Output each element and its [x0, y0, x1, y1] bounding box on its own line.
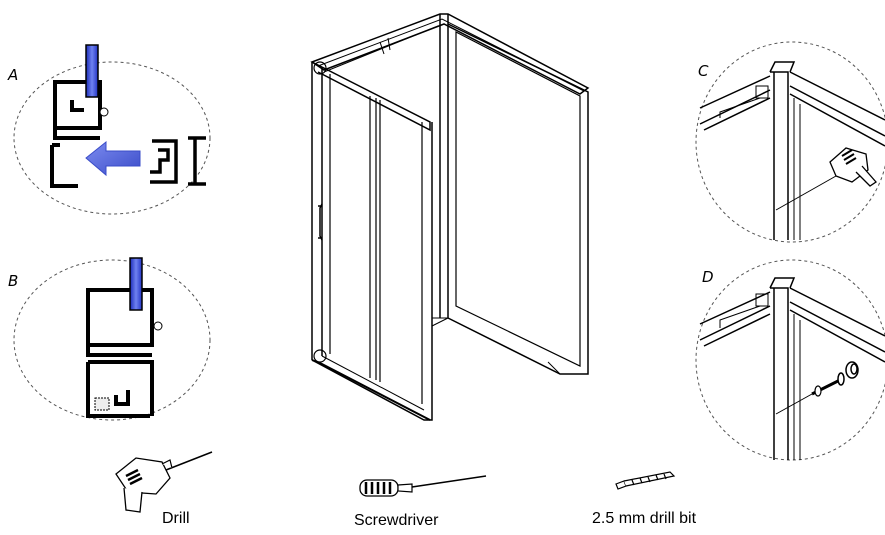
detail-a-upper-profile [53, 80, 102, 140]
detail-c-label: C [698, 62, 709, 80]
drill-icon [829, 147, 877, 187]
detail-a-side-profile [150, 136, 206, 186]
detail-b-lower-profile [86, 360, 154, 418]
screwdriver-label: Screwdriver [354, 512, 439, 529]
screwdriver-icon [359, 475, 487, 497]
detail-b-label: B [8, 272, 19, 290]
detail-c [695, 41, 885, 243]
drill-icon [115, 451, 213, 513]
arrow-left-icon [85, 140, 141, 177]
screw-icon [811, 372, 845, 397]
detail-a-lower-channel [50, 143, 78, 188]
drill-bit-label: 2.5 mm drill bit [592, 510, 697, 527]
detail-d-label: D [702, 268, 714, 286]
detail-c-outline [695, 41, 885, 243]
detail-b-blue-profile [129, 257, 143, 311]
detail-a-blue-profile [85, 44, 99, 98]
wall-plug-icon [845, 361, 859, 379]
door-handle [318, 203, 323, 241]
detail-a [13, 44, 211, 215]
detail-d [695, 259, 885, 461]
detail-b-outline [13, 259, 211, 421]
drill-label: Drill [162, 510, 190, 527]
detail-a-label: A [8, 66, 19, 84]
drill-bit-icon [615, 471, 676, 490]
detail-d-outline [695, 259, 885, 461]
shower-enclosure [310, 13, 590, 421]
detail-a-outline [13, 61, 211, 215]
detail-b [13, 257, 211, 421]
